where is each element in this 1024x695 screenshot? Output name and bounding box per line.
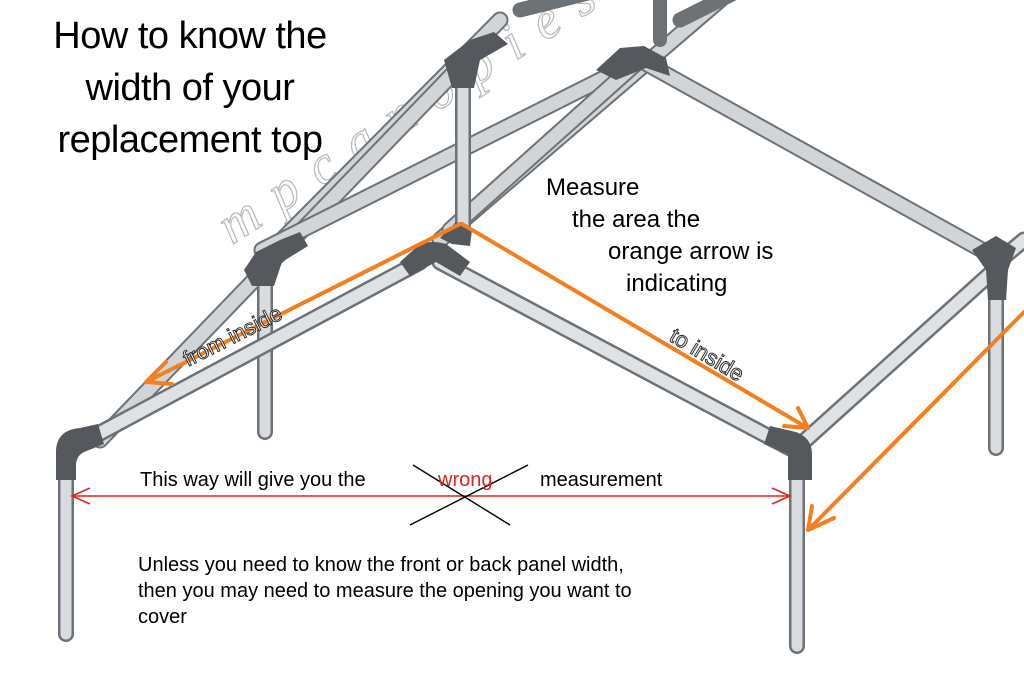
- panel-note-line-1: Unless you need to know the front or bac…: [138, 554, 624, 576]
- wrong-cross-mark: [409, 464, 529, 526]
- wrong-note-highlight: wrong: [438, 469, 493, 491]
- frame-fittings: [56, 32, 1016, 480]
- panel-note-line-2: then you may need to measure the opening…: [138, 580, 632, 602]
- orange-measure-arrow: [144, 222, 1024, 532]
- title-line-3: replacement top: [57, 119, 324, 161]
- instruction-line-2: the area the: [572, 206, 701, 233]
- instruction-line-3: orange arrow is: [608, 238, 774, 265]
- instruction-line-4: indicating: [626, 270, 728, 297]
- wrong-measurement-line: [70, 487, 792, 505]
- wrong-note-prefix: This way will give you the: [140, 469, 366, 491]
- panel-note-line-3: cover: [138, 606, 187, 628]
- front-rafters: [63, 231, 1024, 457]
- wrong-note-suffix: measurement: [540, 469, 663, 491]
- page-title: How to know the width of your replacemen…: [10, 10, 370, 166]
- to-inside-label: to inside: [665, 323, 748, 387]
- title-line-2: width of your: [85, 67, 295, 109]
- instruction-line-1: Measure: [546, 174, 640, 201]
- title-line-1: How to know the: [53, 15, 327, 57]
